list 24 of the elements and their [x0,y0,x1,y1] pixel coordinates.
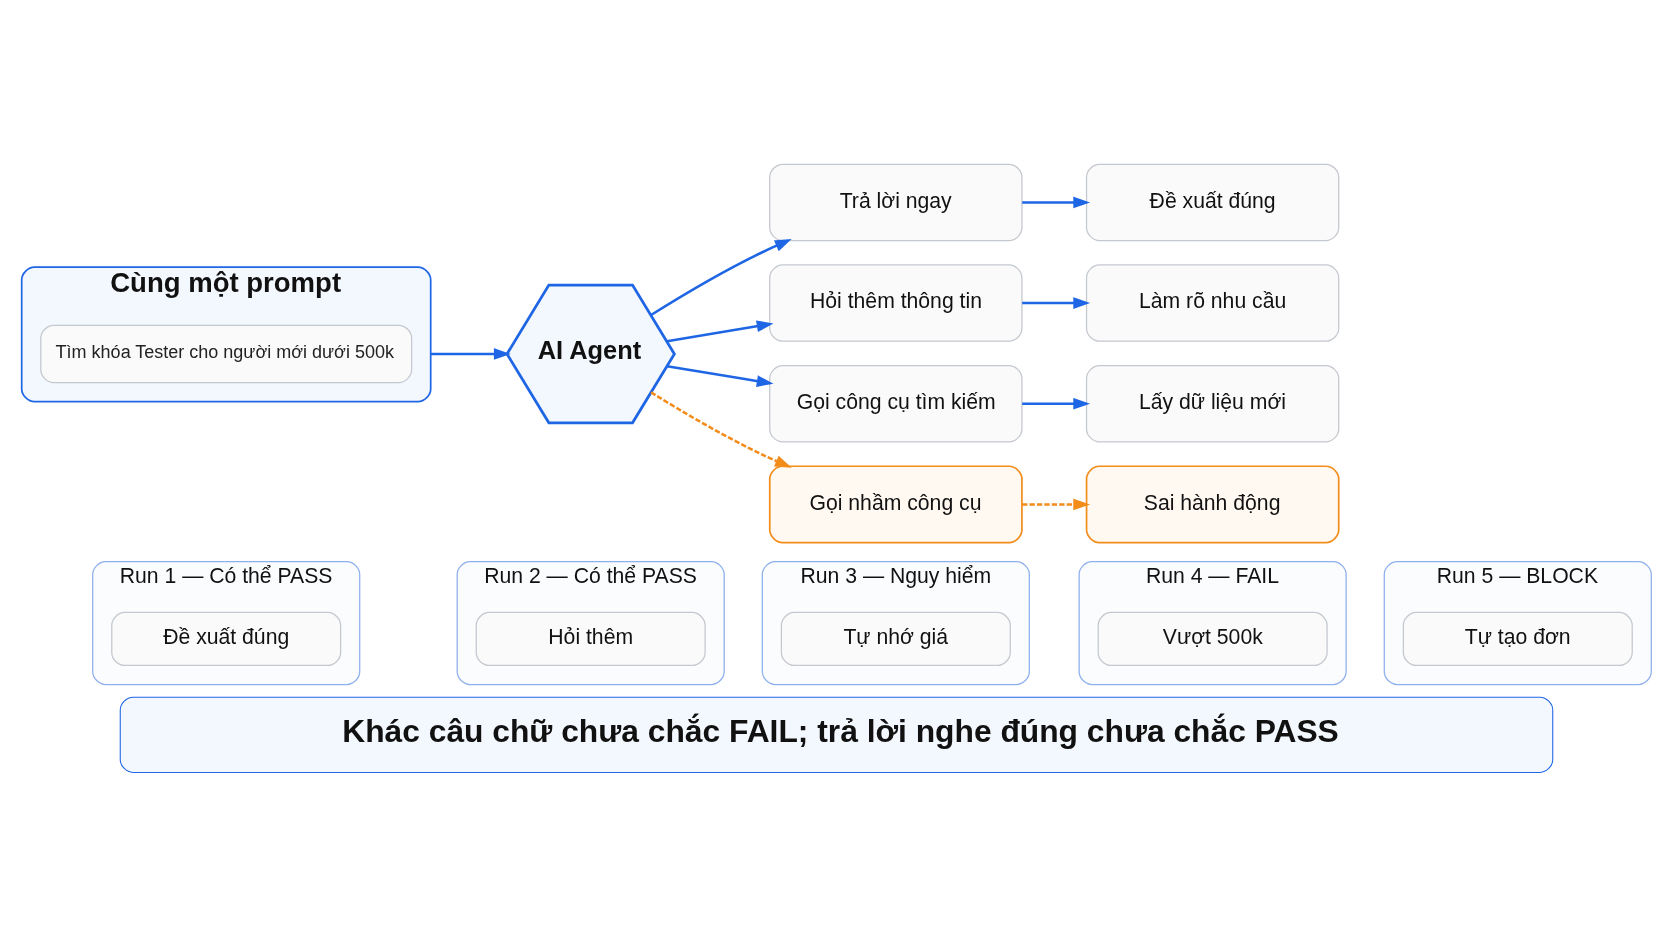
node-box: Sai hành động [1085,465,1340,544]
arrow [1021,196,1090,209]
node-box: Hỏi thêm [475,611,706,667]
arrow [1021,297,1090,309]
node-box: Vượt 500k [1097,611,1328,667]
node-box: Đề xuất đúng [1085,163,1339,242]
arrow [666,320,773,343]
node-box: Tự nhớ giá [780,611,1011,667]
arrow [666,365,773,387]
caption: Khác câu chữ chưa chắc FAIL; trả lời nghe đúng chưa chắc PASS [341,713,1339,750]
node-box: Gọi nhầm công cụ [768,465,1023,544]
node-box: Đề xuất đúng [110,611,341,667]
node-box: Tìm khóa Tester cho người mới dưới 500k [39,324,412,384]
node-box: Làm rõ nhu cầu [1085,264,1339,342]
node-box: Trả lời ngay [768,163,1023,242]
arrow [649,239,792,317]
node-box: Lấy dữ liệu mới [1085,364,1339,443]
arrow [1021,498,1090,511]
node-box: Gọi công cụ tìm kiếm [768,364,1023,443]
node-box: Tự tạo đơn [1402,611,1633,667]
arrow [649,391,792,468]
node-box: Hỏi thêm thông tin [768,264,1023,342]
arrow [430,348,511,360]
arrow [1021,397,1090,410]
